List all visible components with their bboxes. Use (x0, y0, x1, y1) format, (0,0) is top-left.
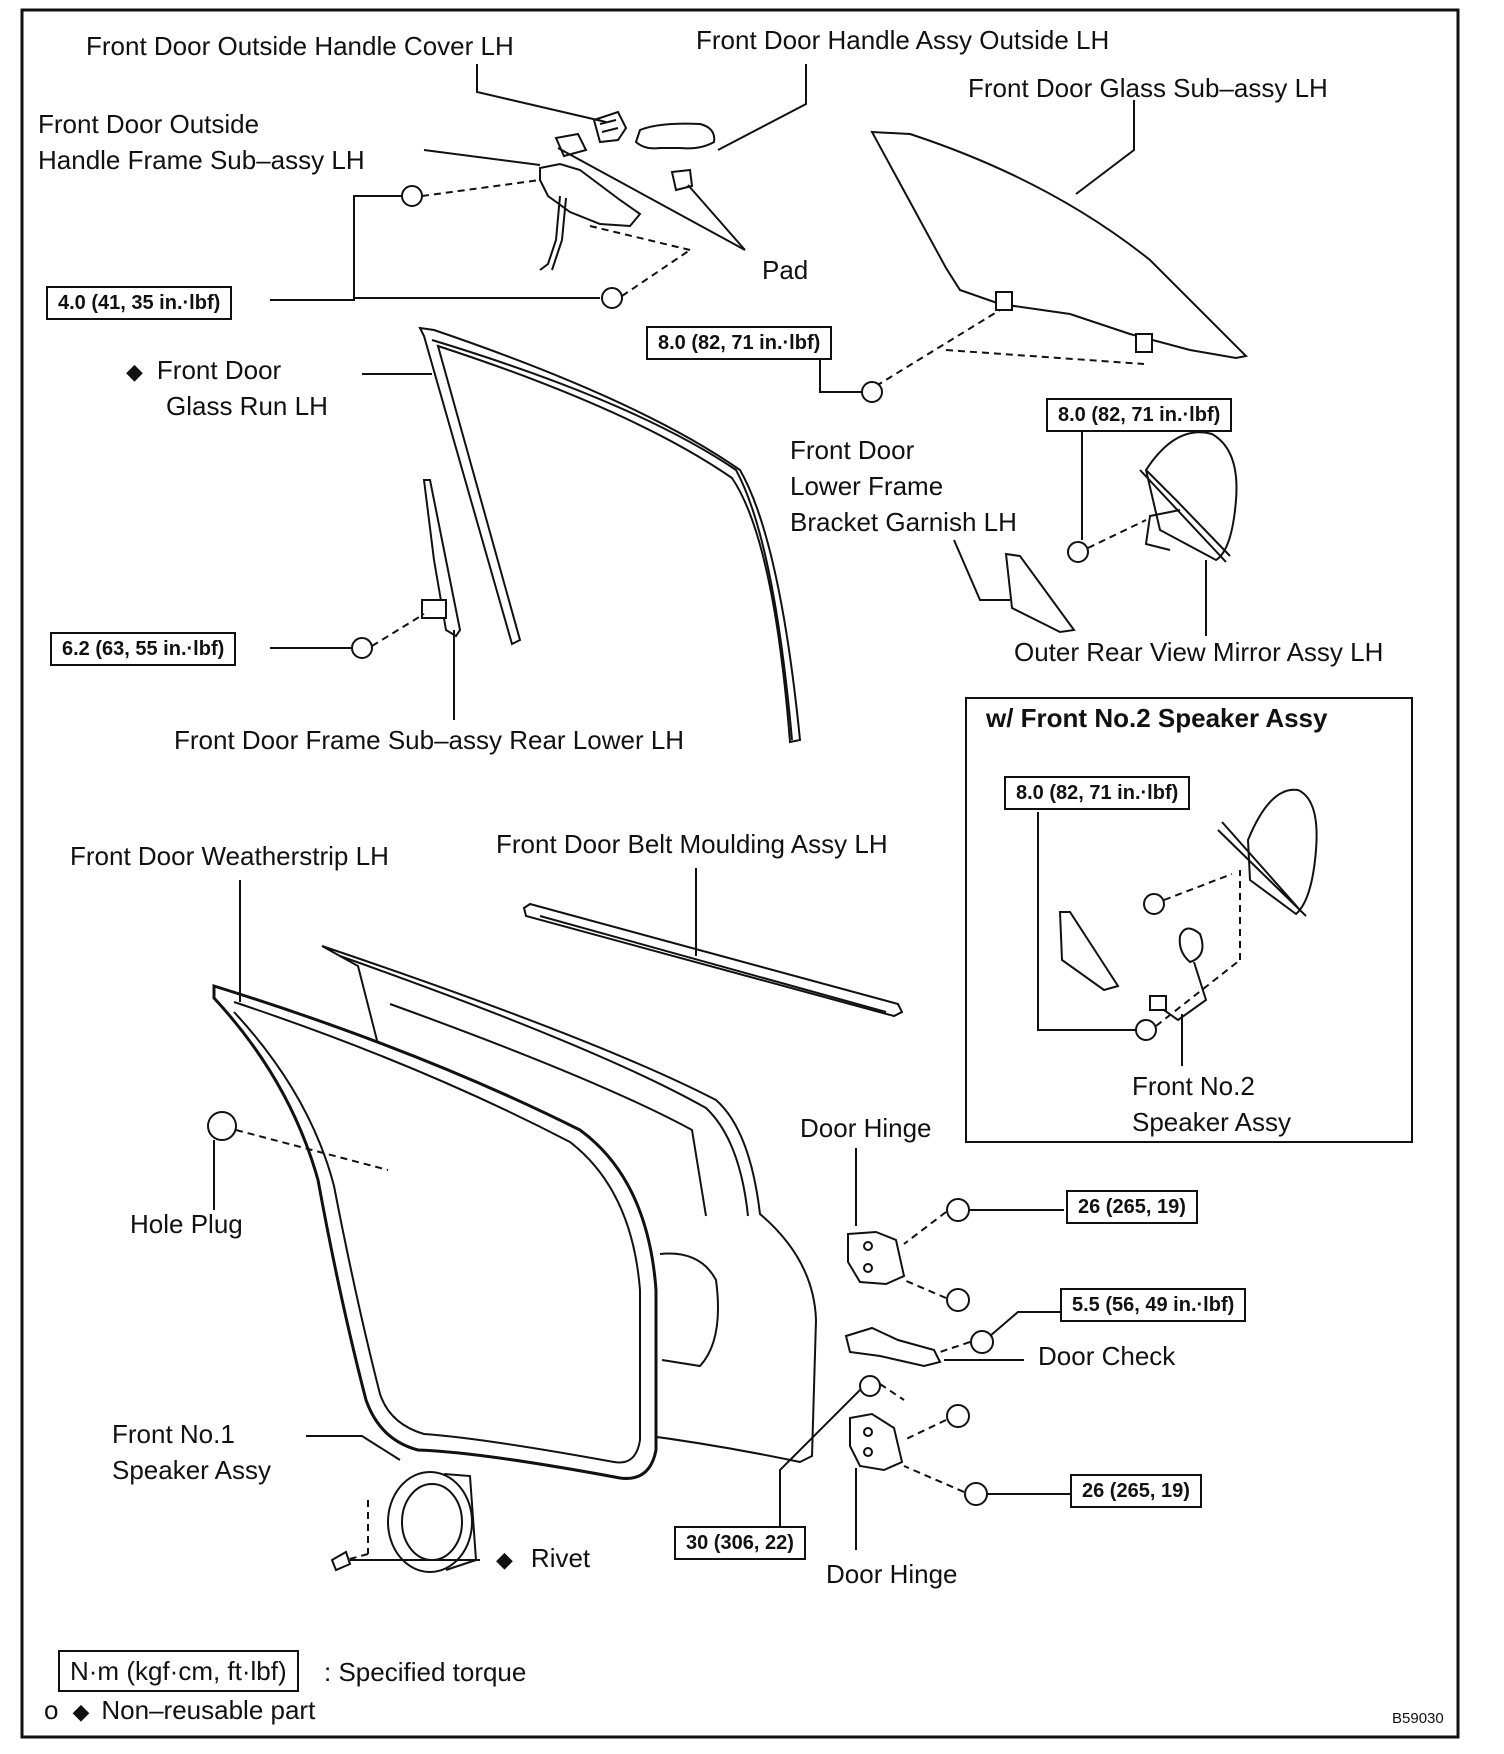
lower-hinge-drawing (849, 1412, 904, 1472)
hinge-bolt-2 (946, 1288, 970, 1312)
label-frame-rear-lower: Front Door Frame Sub–assy Rear Lower LH (174, 725, 685, 755)
torque-hinge-lower: 26 (265, 19) (1070, 1474, 1202, 1508)
inset-box (965, 697, 1413, 1143)
legend-nonreusable: o ◆ Non–reusable part (44, 1692, 315, 1730)
label-hole-plug: Hole Plug (130, 1209, 243, 1239)
frame-rear-lower-drawing (422, 479, 462, 638)
lower-hinge-bolt-2 (964, 1482, 988, 1506)
outside-handle-cover-drawing (592, 110, 628, 144)
label-glass-run-2: Glass Run LH (166, 391, 328, 421)
label-speaker1-1: Front No.1 (112, 1419, 235, 1449)
legend-nonreusable-text: Non–reusable part (101, 1695, 316, 1725)
torque-mirror: 8.0 (82, 71 in.·lbf) (1046, 398, 1233, 432)
label-door-hinge-upper: Door Hinge (800, 1113, 932, 1143)
mirror-nut (1067, 541, 1089, 563)
legend-torque-box: N·m (kgf·cm, ft·lbf) (58, 1650, 299, 1692)
label-glass: Front Door Glass Sub–assy LH (968, 73, 1328, 103)
label-lower-frame-3: Bracket Garnish LH (790, 507, 1017, 537)
speaker1-drawing (387, 1471, 478, 1573)
door-check-drawing (844, 1326, 942, 1368)
belt-moulding-drawing (522, 902, 904, 1018)
torque-inset: 8.0 (82, 71 in.·lbf) (1004, 776, 1191, 810)
label-handle-assy: Front Door Handle Assy Outside LH (696, 25, 1110, 55)
label-door-check: Door Check (1038, 1341, 1176, 1371)
torque-hinge-door: 30 (306, 22) (674, 1526, 806, 1560)
label-speaker2-2: Speaker Assy (1132, 1107, 1291, 1137)
label-glass-run-1-text: Front Door (156, 355, 282, 385)
hole-plug-drawing (207, 1111, 237, 1141)
frame-bolt (351, 637, 373, 659)
glass-drawing (870, 130, 1249, 360)
inset-title: w/ Front No.2 Speaker Assy (986, 703, 1328, 733)
outside-handle-assy-drawing (634, 122, 716, 192)
handle-frame-drawing (539, 132, 642, 271)
check-bolt (970, 1330, 994, 1354)
label-weatherstrip: Front Door Weatherstrip LH (70, 841, 389, 871)
label-rivet-text: Rivet (530, 1543, 591, 1573)
label-lower-frame-2: Lower Frame (790, 471, 944, 501)
hinge-bolt-1 (946, 1198, 970, 1222)
inset-nut-lower (1135, 1019, 1157, 1041)
door-hinge-bolt (859, 1375, 881, 1397)
torque-check: 5.5 (56, 49 in.·lbf) (1060, 1288, 1247, 1322)
inset-nut-upper (1143, 893, 1165, 915)
label-pad: Pad (762, 255, 809, 285)
label-rivet: ◆ Rivet (496, 1540, 590, 1578)
torque-frame: 6.2 (63, 55 in.·lbf) (50, 632, 237, 666)
figure-border (20, 8, 1460, 1739)
lower-hinge-bolt-1 (946, 1404, 970, 1428)
weatherstrip-drawing (212, 983, 658, 1480)
handle-bolt-lower (601, 287, 623, 309)
label-glass-run-1: ◆ Front Door (126, 352, 281, 390)
inset-mirror-drawing (1058, 788, 1318, 1022)
label-speaker2-1: Front No.2 (1132, 1071, 1255, 1101)
label-lower-frame-1: Front Door (790, 435, 915, 465)
label-door-hinge-lower: Door Hinge (826, 1559, 958, 1589)
glass-bolt (861, 381, 883, 403)
label-belt-moulding: Front Door Belt Moulding Assy LH (496, 829, 888, 859)
glass-run-drawing (418, 326, 802, 744)
torque-hinge-upper: 26 (265, 19) (1066, 1190, 1198, 1224)
legend-nonreusable-prefix: o (44, 1695, 59, 1725)
label-mirror: Outer Rear View Mirror Assy LH (1014, 637, 1384, 667)
label-handle-frame-1: Front Door Outside (38, 109, 260, 139)
label-handle-cover: Front Door Outside Handle Cover LH (86, 31, 514, 61)
diamond-marker: ◆ (126, 359, 143, 384)
diamond-marker: ◆ (72, 1699, 90, 1724)
outer-mirror-drawing (1139, 431, 1238, 563)
upper-hinge-drawing (847, 1230, 906, 1286)
rivet-drawing (330, 1550, 352, 1572)
handle-bolt-upper (401, 185, 423, 207)
label-handle-frame-2: Handle Frame Sub–assy LH (38, 145, 365, 175)
lower-frame-garnish-drawing (1004, 552, 1076, 634)
label-speaker1-2: Speaker Assy (112, 1455, 271, 1485)
torque-handle: 4.0 (41, 35 in.·lbf) (46, 286, 233, 320)
torque-glass: 8.0 (82, 71 in.·lbf) (646, 326, 833, 360)
legend-torque-text: : Specified torque (324, 1657, 527, 1687)
figure-code: B59030 (1392, 1710, 1444, 1727)
diamond-marker: ◆ (496, 1547, 513, 1572)
